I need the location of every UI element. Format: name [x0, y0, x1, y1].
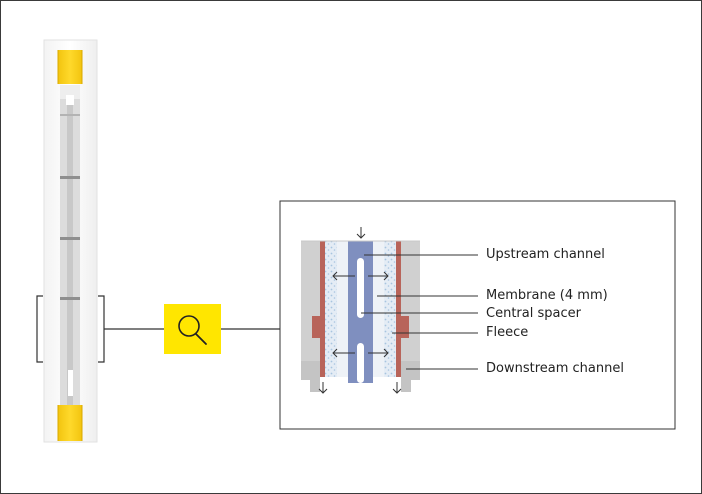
label-downstream-channel: Downstream channel [486, 361, 624, 376]
fleece-layer-right [396, 241, 401, 377]
label-membrane: Membrane (4 mm) [486, 288, 608, 303]
label-upstream-channel: Upstream channel [486, 247, 605, 262]
top-cap [58, 50, 82, 84]
filter-cartridge [43, 39, 98, 443]
arrow-icon [318, 227, 402, 394]
label-fleece: Fleece [486, 325, 529, 340]
magnifier-icon [164, 304, 221, 354]
membrane-left [325, 241, 337, 377]
bottom-cap [58, 405, 82, 441]
leader-lines [361, 254, 478, 370]
label-central-spacer: Central spacer [486, 306, 581, 321]
fleece-layer-left [320, 241, 325, 377]
detail-box [279, 200, 676, 430]
cross-section [301, 240, 420, 392]
zoom-bracket [36, 295, 280, 363]
membrane-right [384, 241, 396, 377]
